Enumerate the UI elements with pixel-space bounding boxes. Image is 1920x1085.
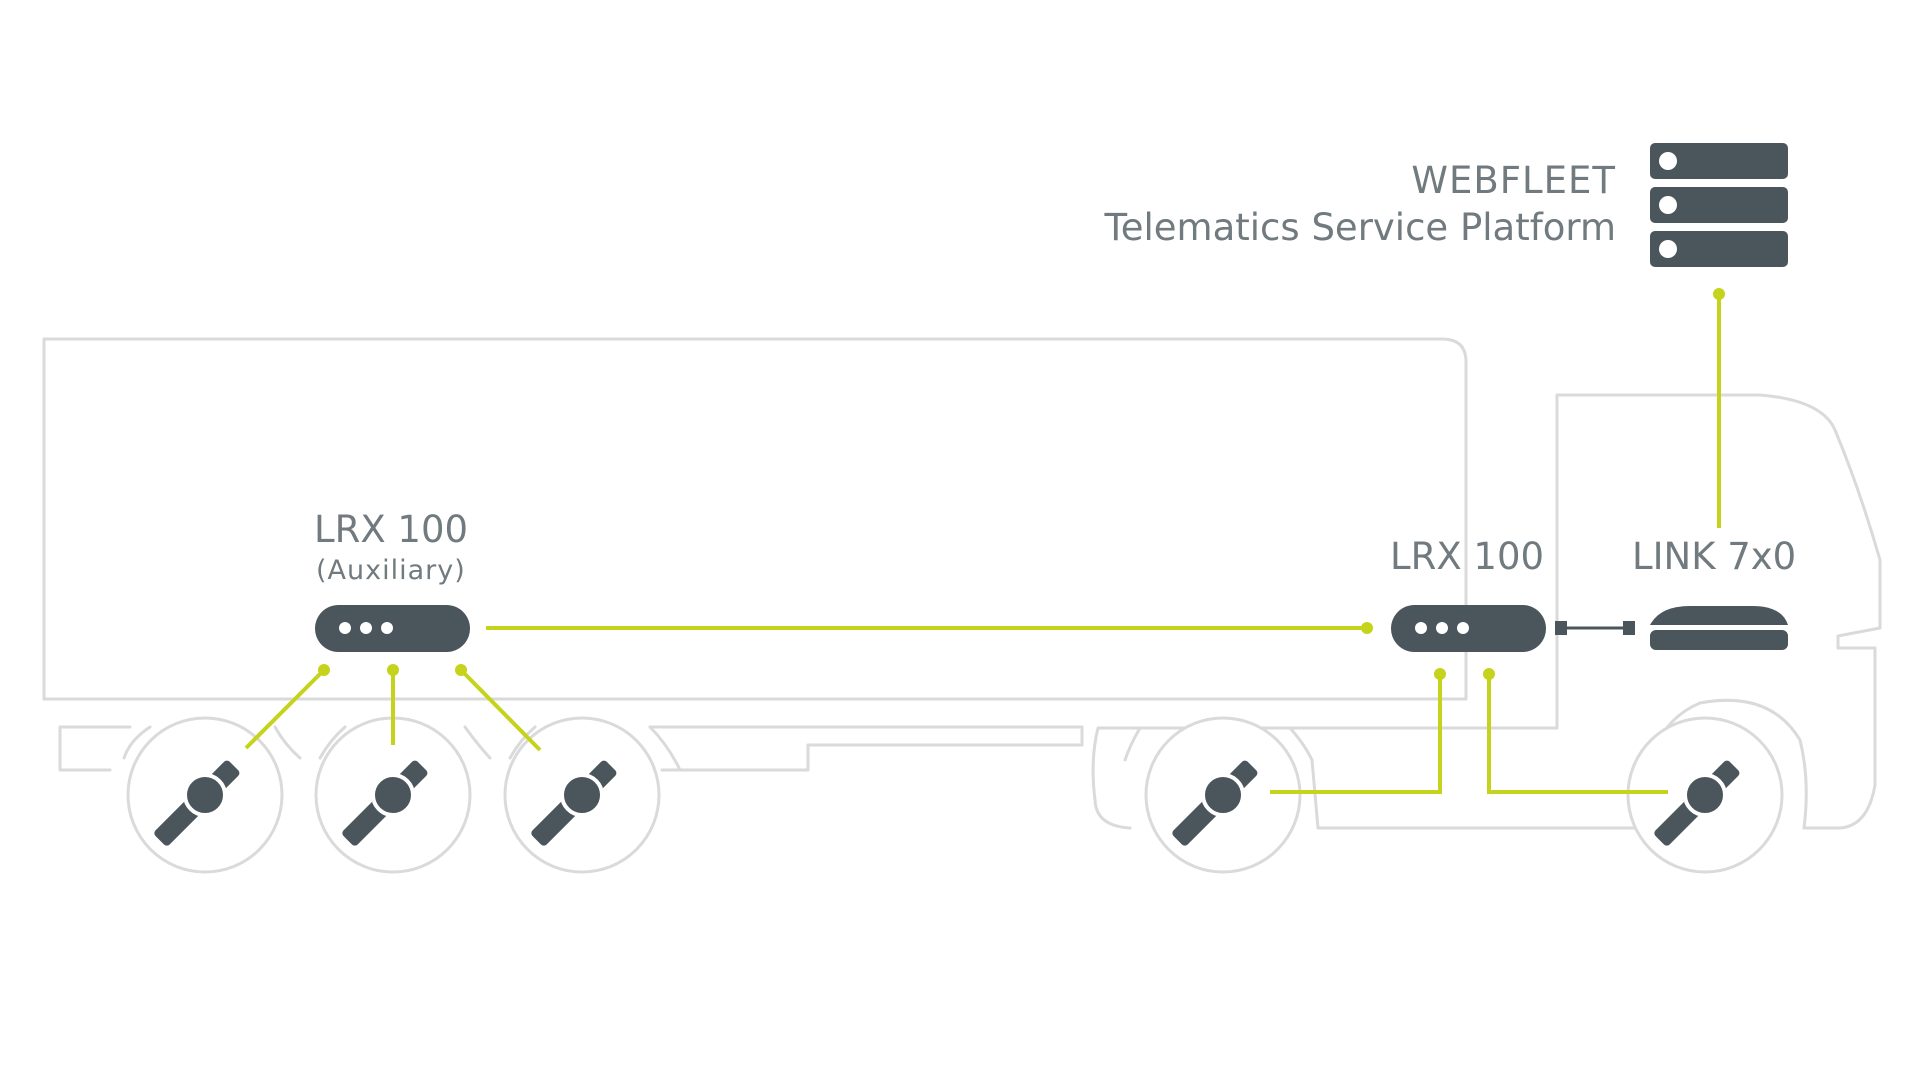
sensor-cap bbox=[1683, 773, 1727, 817]
trailer-body bbox=[42, 337, 1468, 701]
wheel-2 bbox=[314, 716, 472, 874]
tractor-chassis bbox=[1091, 698, 1808, 830]
receiver-icon bbox=[1391, 605, 1546, 652]
aux-receiver-led-2 bbox=[360, 622, 372, 634]
sensor-cap bbox=[183, 773, 227, 817]
telematics-box-icon bbox=[1650, 606, 1788, 650]
tire-pressure-sensor-icon bbox=[154, 760, 240, 846]
wheel-4 bbox=[1144, 716, 1302, 874]
receiver-label: LRX 100 bbox=[1390, 535, 1545, 578]
server-unit-2 bbox=[1650, 187, 1788, 223]
server-unit-1-led bbox=[1659, 152, 1677, 170]
connections bbox=[244, 288, 1725, 794]
link-device-label: LINK 7x0 bbox=[1632, 535, 1797, 578]
sensor-cap bbox=[560, 773, 604, 817]
tractor-cab bbox=[1555, 393, 1882, 830]
sensor-line-1 bbox=[244, 668, 326, 750]
sensor-line-5-endpoint bbox=[1483, 668, 1495, 680]
link-device-top bbox=[1650, 606, 1788, 625]
tire-pressure-sensor-icon bbox=[342, 760, 428, 846]
receiver-led-3 bbox=[1457, 622, 1469, 634]
link-device-base bbox=[1650, 630, 1788, 650]
sensor-cap bbox=[1201, 773, 1245, 817]
aux-receiver-led-3 bbox=[381, 622, 393, 634]
wheel-3 bbox=[503, 716, 661, 874]
cable-connector-left bbox=[1555, 621, 1567, 635]
tire-pressure-sensor-icon bbox=[1654, 760, 1740, 846]
receiver-led-1 bbox=[1415, 622, 1427, 634]
platform-link-endpoint bbox=[1713, 288, 1725, 300]
sensor-line-4-endpoint bbox=[1434, 668, 1446, 680]
tire-pressure-sensor-icon bbox=[531, 760, 617, 846]
receiver-led-2 bbox=[1436, 622, 1448, 634]
receiver-aux-endpoint bbox=[1361, 622, 1373, 634]
sensor-line-5 bbox=[1487, 674, 1668, 794]
aux-receiver-led-1 bbox=[339, 622, 351, 634]
truck-outline bbox=[42, 337, 1882, 830]
sensor-line-1-endpoint bbox=[318, 664, 330, 676]
tire-pressure-sensor-icon bbox=[1172, 760, 1258, 846]
sensor-cap bbox=[371, 773, 415, 817]
wheel-5 bbox=[1626, 716, 1784, 874]
wheels bbox=[126, 716, 1784, 874]
server-unit-2-led bbox=[1659, 196, 1677, 214]
trailer-chassis bbox=[58, 725, 1084, 772]
server-stack-icon bbox=[1650, 143, 1788, 267]
aux-receiver-label: LRX 100 bbox=[314, 508, 469, 551]
server-unit-3-led bbox=[1659, 240, 1677, 258]
aux-receiver-qualifier: (Auxiliary) bbox=[316, 555, 466, 586]
platform-title: WEBFLEET bbox=[1411, 159, 1616, 202]
aux-receiver-icon bbox=[315, 605, 470, 652]
sensor-line-3-endpoint bbox=[455, 664, 467, 676]
platform-subtitle: Telematics Service Platform bbox=[1104, 206, 1616, 249]
server-unit-3 bbox=[1650, 231, 1788, 267]
sensor-line-4 bbox=[1270, 674, 1442, 794]
wheel-1 bbox=[126, 716, 284, 874]
sensor-line-2-endpoint bbox=[387, 664, 399, 676]
server-unit-1 bbox=[1650, 143, 1788, 179]
sensor-line-3 bbox=[459, 668, 542, 752]
cable-connector-right bbox=[1623, 621, 1635, 635]
